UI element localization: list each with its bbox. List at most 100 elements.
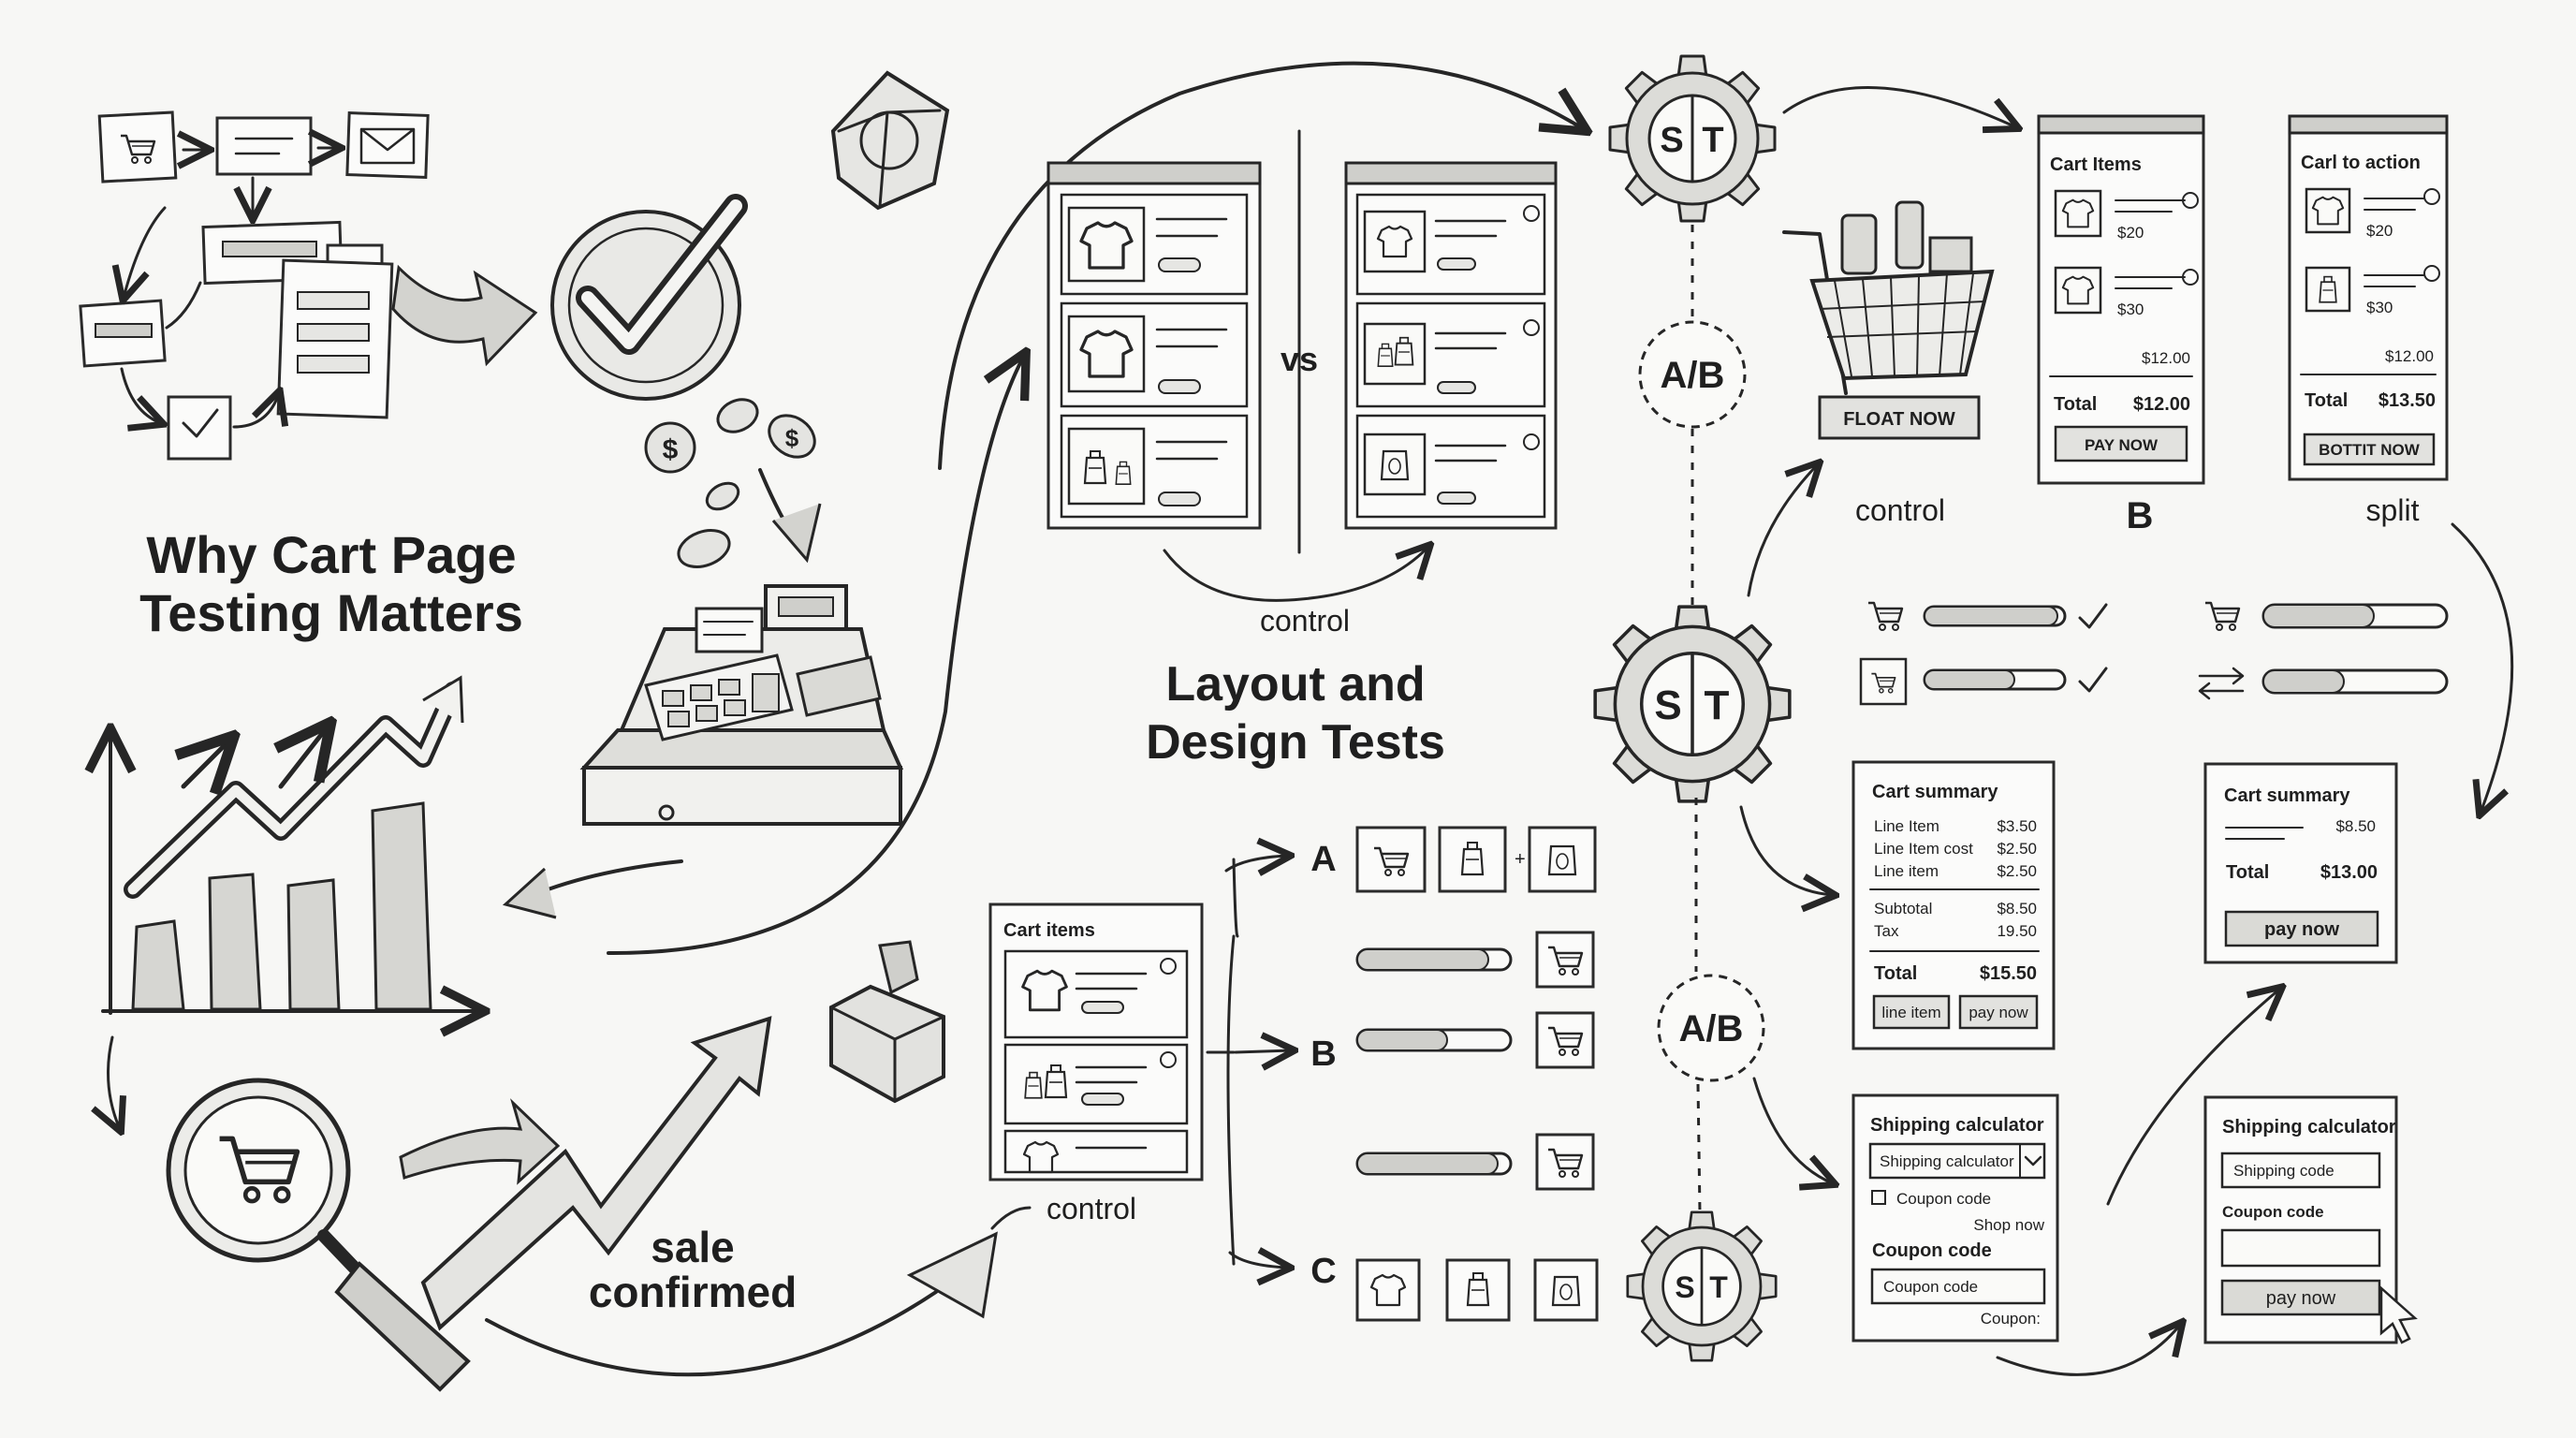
flowchart-sketch [79, 110, 538, 461]
svg-text:$20: $20 [2117, 224, 2144, 242]
gear-icon: S T [1593, 605, 1792, 803]
cart-summary-card-1: Cart summary Line Item $3.50 Line Item c… [1852, 760, 2056, 1050]
shipping-select[interactable] [1868, 1142, 2046, 1180]
control-label-mid: control [1260, 604, 1350, 638]
svg-text:T: T [1709, 1270, 1728, 1304]
sale-confirmed-line2: confirmed [589, 1268, 797, 1316]
svg-text:$30: $30 [2117, 301, 2144, 318]
pay-now-button[interactable] [1958, 994, 2039, 1030]
shipping-calculator-card-2: Shipping calculator Shipping code Coupon… [2203, 1095, 2418, 1344]
coupon-link[interactable]: Coupon: [1981, 1310, 2041, 1328]
bottit-now-button[interactable] [2303, 433, 2436, 466]
cart-items-lower-title: Cart items [1003, 920, 1095, 941]
pay-now-button[interactable] [2054, 425, 2188, 462]
svg-text:Subtotal: Subtotal [1874, 900, 1932, 917]
svg-text:Shipping calculator: Shipping calculator [2222, 1117, 2396, 1137]
svg-text:Total: Total [2305, 390, 2348, 411]
trend-arrow-icon [124, 675, 464, 899]
svg-text:$12.00: $12.00 [2133, 394, 2190, 415]
svg-text:$: $ [785, 424, 799, 452]
ab-badge-1: A/B [1661, 355, 1725, 396]
cart-items-lower-card: Cart items [988, 902, 1204, 1181]
svg-text:19.50: 19.50 [1997, 922, 2037, 940]
checkbox-icon [182, 408, 219, 438]
svg-text:$13.50: $13.50 [2378, 390, 2436, 411]
svg-text:pay now: pay now [2264, 919, 2339, 940]
layout-heading-line1: Layout and [1165, 657, 1425, 712]
shipping-code-input[interactable] [2220, 1152, 2381, 1189]
coupon-code-input[interactable] [2220, 1228, 2381, 1268]
cart-summary-card-2: Cart summary $8.50 Total $13.00 pay now [2203, 762, 2398, 964]
coupon-checkbox[interactable] [1871, 1190, 1886, 1205]
svg-text:Coupon code: Coupon code [1883, 1278, 1978, 1296]
svg-text:Carl to action: Carl to action [2301, 153, 2421, 173]
svg-text:T: T [1705, 682, 1730, 728]
svg-text:$: $ [663, 434, 679, 465]
svg-text:+: + [1515, 849, 1526, 870]
svg-text:Cart Items: Cart Items [2050, 154, 2142, 175]
svg-text:pay now: pay now [1969, 1004, 2028, 1021]
coupon-input[interactable] [1870, 1268, 2046, 1305]
variant-c-label: C [1310, 1252, 1336, 1291]
svg-text:BOTTIT NOW: BOTTIT NOW [2319, 441, 2421, 459]
split-label: split [2366, 493, 2420, 527]
svg-text:$8.50: $8.50 [2335, 817, 2376, 835]
variant-a-label: A [1310, 840, 1336, 879]
shipping-calculator-card-1: Shipping calculator Shipping calculator … [1852, 1093, 2059, 1343]
control-label-lower: control [1046, 1192, 1136, 1225]
b-variant-label: B [2127, 495, 2154, 536]
vs-label: vs [1281, 340, 1318, 378]
why-heading-line1: Why Cart Page [146, 525, 516, 584]
svg-text:Shipping calculator: Shipping calculator [1870, 1115, 2044, 1136]
svg-text:$8.50: $8.50 [1997, 900, 2037, 917]
svg-text:$2.50: $2.50 [1997, 840, 2037, 858]
svg-text:Line Item: Line Item [1874, 817, 1939, 835]
chevron-down-icon [2024, 1155, 2042, 1167]
svg-text:S: S [1654, 682, 1681, 728]
gear-icon: S T [1608, 54, 1777, 223]
cart-items-card: Cart Items $20 $30 $12.00 Total $12.00 P… [2037, 114, 2205, 485]
svg-text:line item: line item [1881, 1004, 1940, 1021]
svg-text:$2.50: $2.50 [1997, 862, 2037, 880]
svg-text:$12.00: $12.00 [2385, 347, 2434, 365]
svg-text:PAY NOW: PAY NOW [2085, 436, 2159, 454]
layout-heading-line2: Design Tests [1146, 715, 1445, 770]
svg-text:S: S [1660, 121, 1683, 160]
svg-text:Cart summary: Cart summary [2224, 785, 2350, 806]
svg-text:$3.50: $3.50 [1997, 817, 2037, 835]
pay-now-button[interactable] [2224, 910, 2379, 947]
line-item-button[interactable] [1872, 994, 1951, 1030]
svg-text:Coupon code: Coupon code [1872, 1240, 1992, 1261]
ab-badge-2: A/B [1679, 1008, 1744, 1049]
pay-now-button[interactable] [2220, 1279, 2381, 1316]
svg-text:Cart summary: Cart summary [1872, 782, 1998, 802]
call-to-action-card: Carl to action $20 $30 $12.00 Total $13.… [2288, 114, 2449, 481]
svg-text:Line Item cost: Line Item cost [1874, 840, 1973, 858]
sale-confirmed-line1: sale [651, 1223, 735, 1271]
svg-text:T: T [1702, 121, 1723, 160]
float-now-button[interactable]: FLOAT NOW [1843, 409, 1955, 430]
svg-text:Total: Total [2054, 394, 2097, 415]
svg-text:Total: Total [2226, 862, 2269, 883]
svg-text:pay now: pay now [2266, 1288, 2336, 1309]
svg-text:Coupon code: Coupon code [1896, 1190, 1991, 1208]
svg-text:Coupon code: Coupon code [2222, 1203, 2324, 1221]
checkmark-icon [550, 194, 748, 401]
svg-text:Shipping calculator: Shipping calculator [1880, 1152, 2014, 1170]
cash-register-icon [579, 584, 904, 826]
layout-wireframe-b [1344, 161, 1558, 530]
shop-now-link[interactable]: Shop now [1973, 1216, 2044, 1234]
variant-b-label: B [1310, 1034, 1336, 1074]
svg-text:$12.00: $12.00 [2142, 349, 2190, 367]
magnifier-cart-icon [166, 1078, 471, 1392]
cursor-icon [2379, 1285, 2418, 1344]
svg-text:$20: $20 [2366, 222, 2393, 240]
cube-icon [830, 70, 950, 211]
bar-chart-icon [103, 732, 481, 1013]
svg-text:S: S [1675, 1270, 1694, 1304]
gear-icon: S T [1626, 1211, 1778, 1362]
envelope-icon [359, 127, 416, 165]
svg-text:Tax: Tax [1874, 922, 1899, 940]
layout-wireframe-a [1046, 161, 1262, 530]
